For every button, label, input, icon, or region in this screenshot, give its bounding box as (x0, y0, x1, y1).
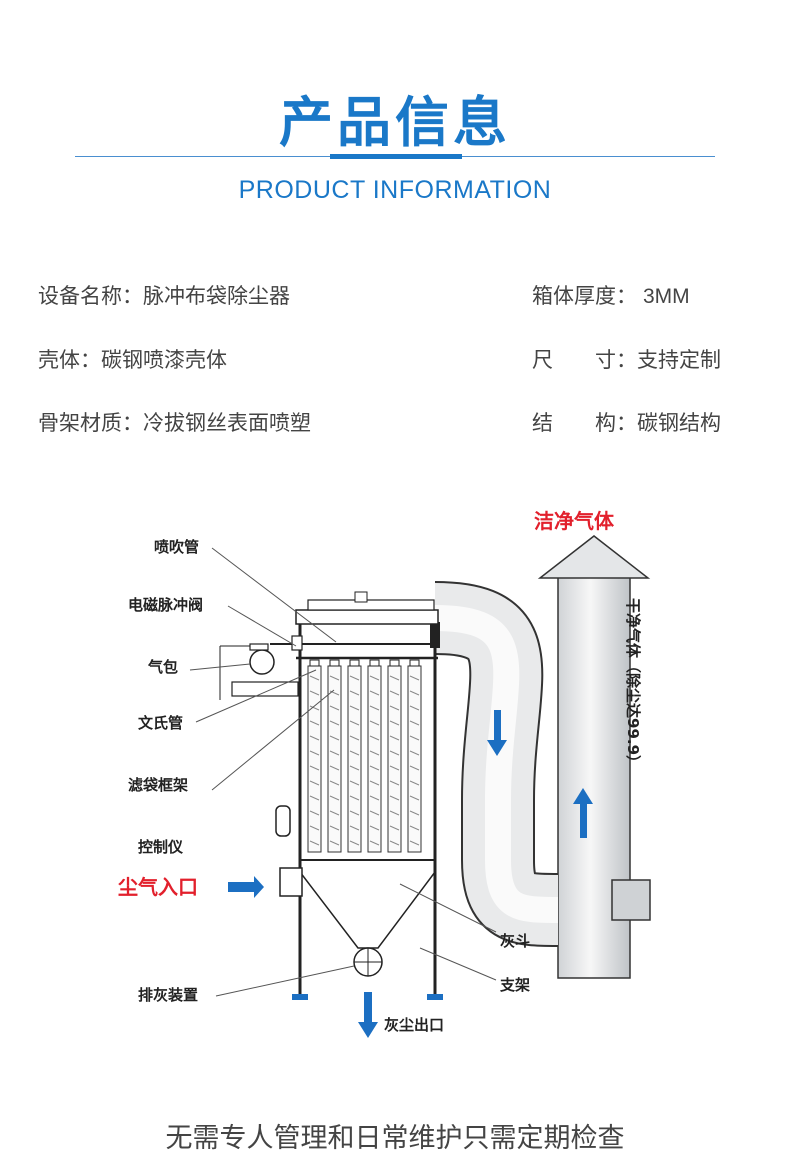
filter-bag (307, 665, 322, 853)
inlet-arrow-icon (228, 876, 264, 898)
spec-value: 脉冲布袋除尘器 (143, 284, 290, 308)
label-dry-gas: 干净气体（除尘达99.9） (624, 598, 642, 770)
label-solenoid-valve: 电磁脉冲阀 (128, 596, 203, 614)
label-air-bag: 气包 (147, 658, 178, 676)
label-discharge: 排灰装置 (138, 986, 198, 1004)
spec-shell: 壳体：碳钢喷漆壳体 (38, 344, 227, 374)
spec-label: 箱体厚度： (532, 284, 637, 308)
discharge-device (353, 947, 383, 977)
spec-value: 碳钢喷漆壳体 (101, 348, 227, 372)
label-dust-outlet: 灰尘出口 (384, 1016, 444, 1034)
label-hopper: 灰斗 (500, 932, 530, 950)
venturi-nozzle (389, 659, 400, 667)
filter-bag (347, 665, 362, 853)
spec-box-thickness: 箱体厚度： 3MM (532, 280, 690, 310)
filter-bag (407, 665, 422, 853)
collector-body (275, 591, 443, 1000)
venturi-nozzle (349, 659, 360, 667)
spec-device-name: 设备名称：脉冲布袋除尘器 (38, 280, 290, 310)
spec-value: 冷拔钢丝表面喷塑 (143, 411, 311, 435)
label-controller: 控制仪 (138, 838, 184, 856)
spec-frame-material: 骨架材质：冷拔钢丝表面喷塑 (38, 407, 311, 437)
footer-note: 无需专人管理和日常维护只需定期检查 (165, 1123, 625, 1154)
filter-bag (367, 665, 382, 853)
label-bag-frame: 滤袋框架 (128, 776, 188, 794)
filter-bag (387, 665, 402, 853)
leader-lines (189, 547, 497, 997)
up-arrow-icon (573, 788, 593, 838)
chimney-stack (537, 535, 651, 979)
connecting-duct (430, 581, 559, 947)
spec-structure: 结 构：碳钢结构 (532, 407, 721, 437)
spec-label: 骨架材质： (38, 411, 143, 435)
venturi-nozzle (329, 659, 340, 667)
pulse-system (219, 635, 430, 700)
label-blow-pipe: 喷吹管 (154, 538, 199, 556)
venturi-nozzle (369, 659, 380, 667)
spec-value: 3MM (643, 285, 690, 308)
spec-label: 尺 寸： (532, 348, 637, 372)
down-arrow-icon (487, 710, 507, 756)
flow-arrows (228, 710, 593, 1038)
outlet-arrow-icon (358, 992, 378, 1038)
spec-label: 壳体： (38, 348, 101, 372)
venturi-nozzle (309, 659, 320, 667)
spec-value: 支持定制 (637, 348, 721, 372)
label-support: 支架 (499, 976, 530, 994)
spec-label: 设备名称： (38, 284, 143, 308)
spec-value: 碳钢结构 (637, 411, 721, 435)
spec-label: 结 构： (532, 411, 637, 435)
page-title: 产品信息 (279, 91, 511, 154)
label-clean-gas: 洁净气体 (534, 509, 615, 533)
label-venturi: 文氏管 (138, 714, 183, 732)
page-subtitle: PRODUCT INFORMATION (238, 176, 552, 204)
title-divider-accent (330, 154, 462, 159)
dust-collector-diagram: 喷吹管 电磁脉冲阀 气包 文氏管 滤袋框架 控制仪 尘气入口 灰斗 支架 排灰装… (100, 500, 690, 1060)
spec-size: 尺 寸：支持定制 (532, 344, 721, 374)
venturi-nozzle (409, 659, 420, 667)
filter-bags (307, 659, 422, 853)
label-dust-inlet: 尘气入口 (118, 875, 198, 899)
